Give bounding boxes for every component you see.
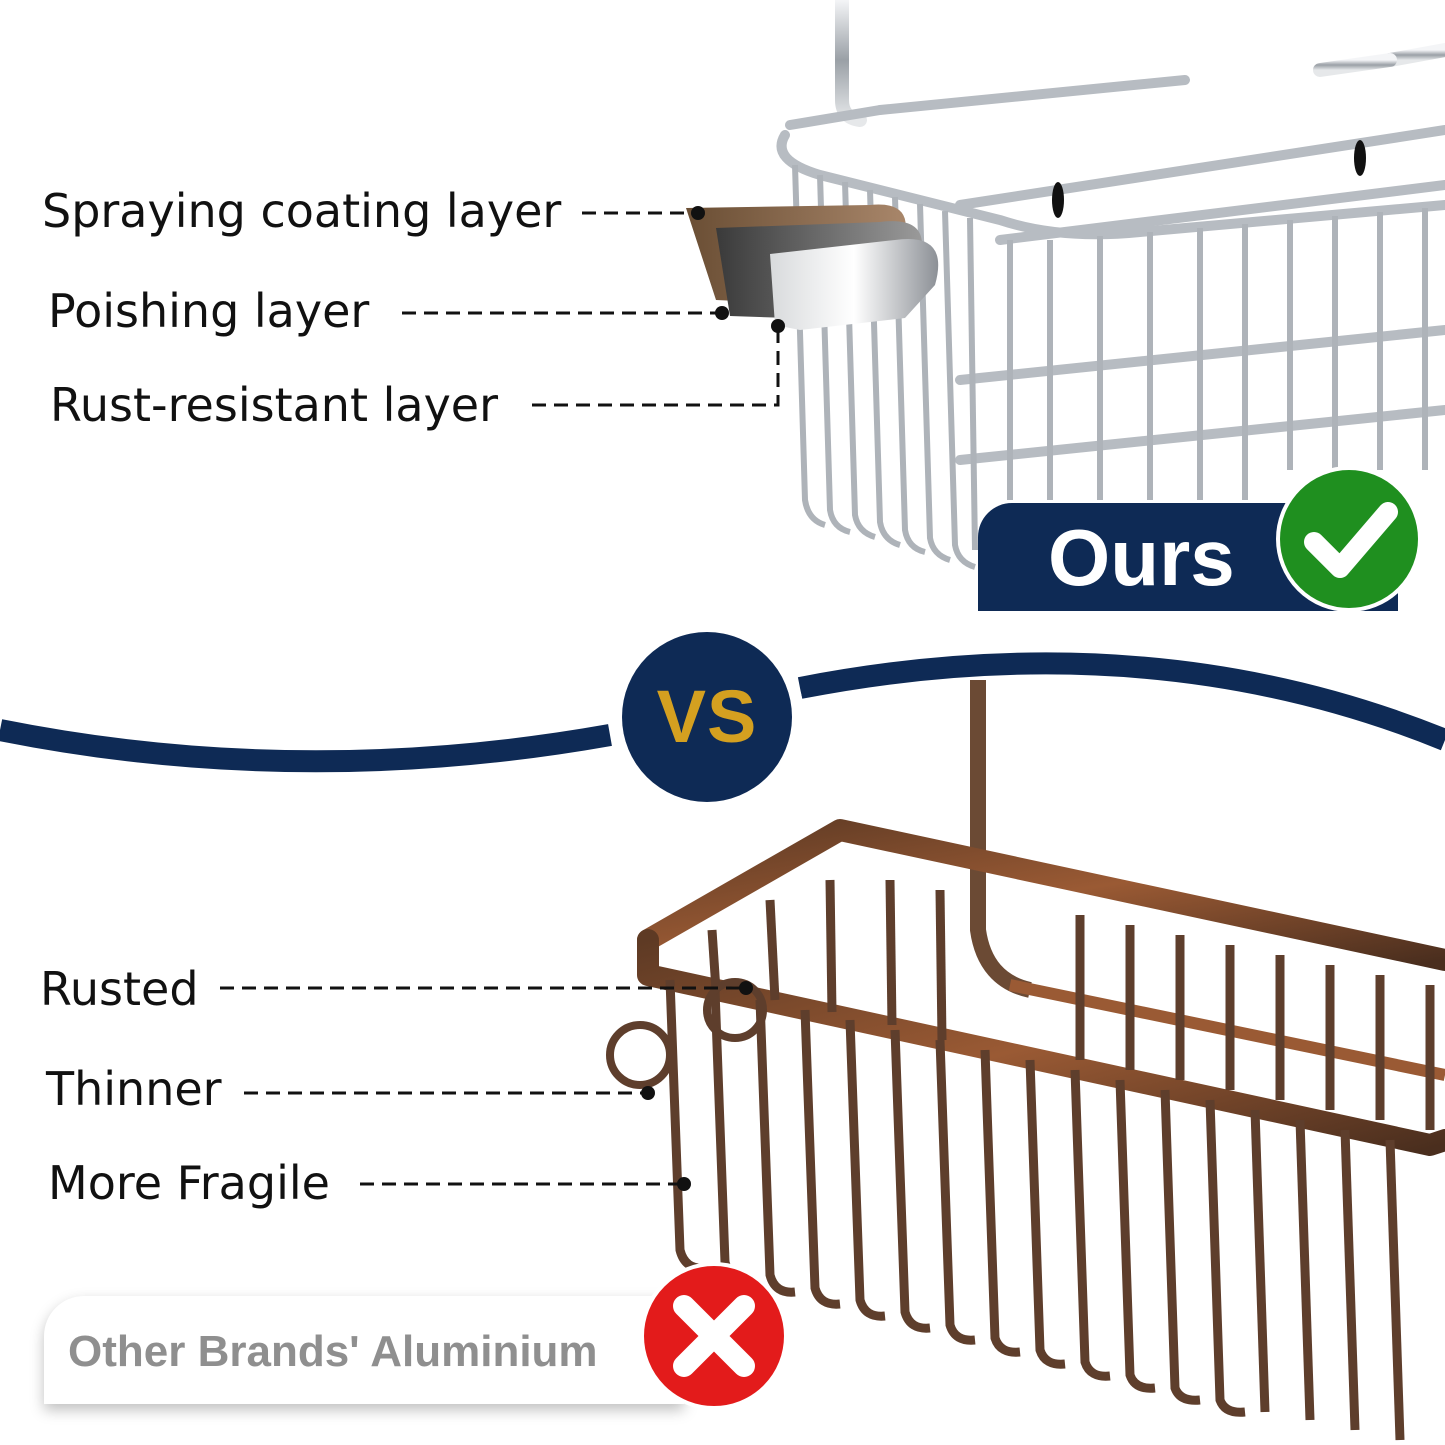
top-leader-lines (402, 211, 780, 407)
label-spraying-coating-layer: Spraying coating layer (42, 184, 562, 238)
wave-divider (0, 652, 1445, 773)
label-rust-resistant-layer: Rust-resistant layer (50, 378, 499, 432)
ours-label: Ours (1048, 513, 1235, 602)
other-brands-badge (44, 1296, 684, 1404)
top-leader-dots (691, 206, 785, 333)
label-thinner: Thinner (46, 1062, 222, 1116)
vs-label: VS (656, 675, 758, 758)
bottom-leader-dots (641, 981, 753, 1191)
label-rusted: Rusted (40, 962, 199, 1016)
cross-icon (640, 1262, 788, 1410)
rubber-rings (1052, 140, 1366, 218)
bottom-leader-lines (220, 986, 744, 1186)
layer-cross-section (686, 204, 939, 330)
check-icon (1276, 466, 1422, 612)
other-brands-label: Other Brands' Aluminium (68, 1327, 598, 1376)
vs-circle: VS (610, 620, 804, 814)
label-more-fragile: More Fragile (48, 1156, 330, 1210)
chrome-basket-wires (792, 164, 1428, 570)
label-polishing-layer: Poishing layer (48, 284, 370, 338)
